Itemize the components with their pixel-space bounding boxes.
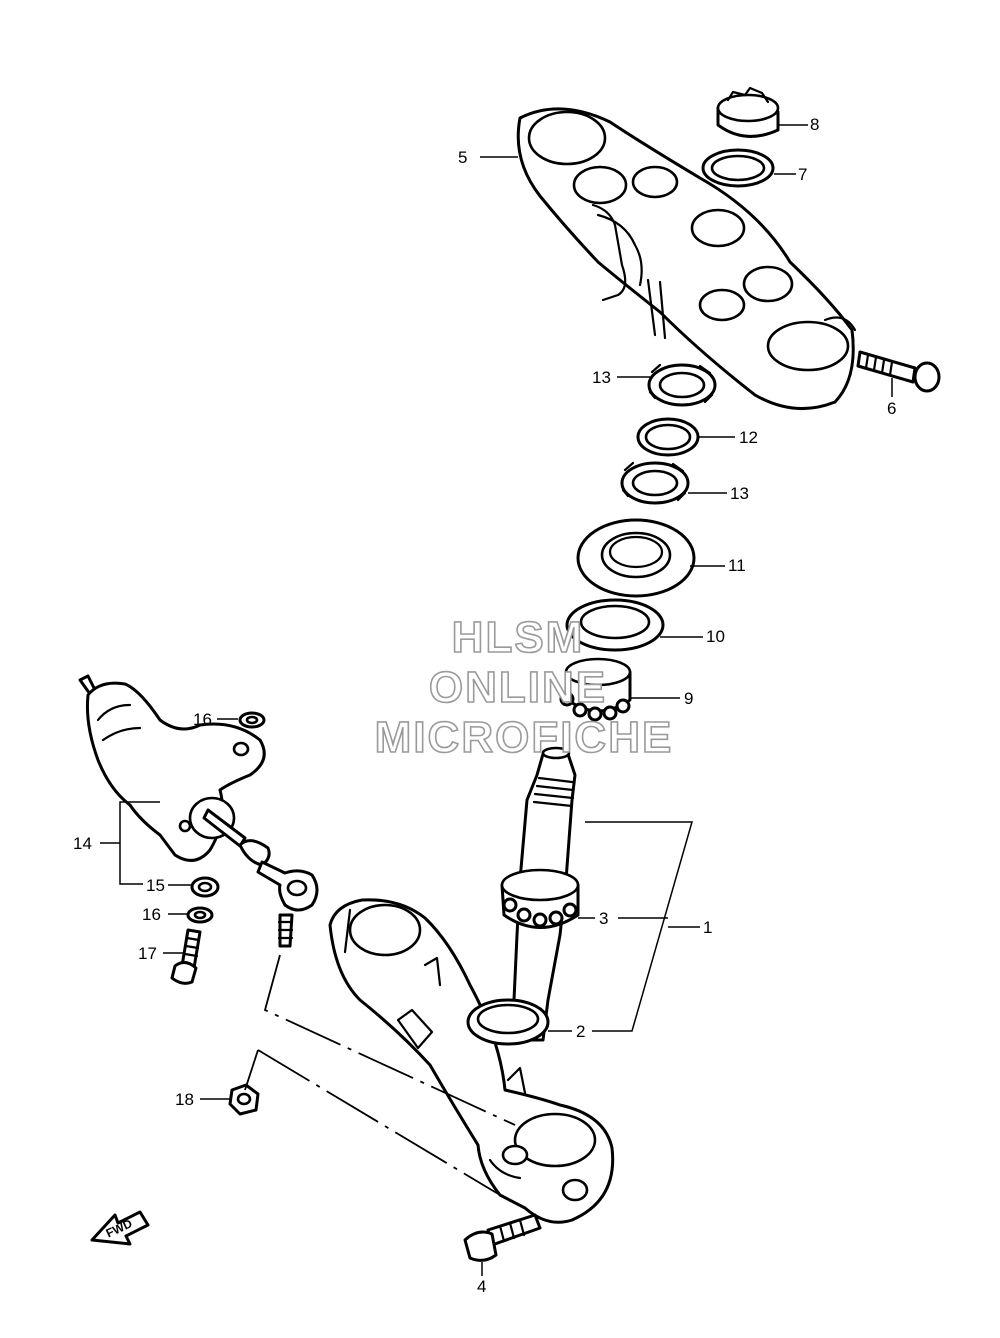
- bolt-6: [856, 350, 941, 393]
- callout-2: 2: [576, 1022, 585, 1041]
- callout-16-upper: 16: [193, 710, 212, 729]
- callout-16-lower: 16: [142, 905, 161, 924]
- callout-13-upper: 13: [592, 368, 611, 387]
- callout-6: 6: [887, 399, 896, 418]
- callout-3: 3: [599, 909, 608, 928]
- callout-4: 4: [477, 1277, 486, 1296]
- nut-18: [228, 1083, 260, 1116]
- bearing-9: [559, 657, 632, 722]
- callout-13-lower: 13: [730, 484, 749, 503]
- callout-10: 10: [706, 627, 725, 646]
- callout-labels: 5 8 7 6 13 12 13 11 10 9 3 1 2 4 16 14 1…: [73, 115, 896, 1296]
- callout-11: 11: [728, 556, 746, 575]
- upper-bracket: [516, 107, 857, 411]
- bolt-4: [463, 1213, 542, 1262]
- callout-5: 5: [458, 148, 467, 167]
- callout-9: 9: [684, 689, 693, 708]
- bearing-3: [500, 868, 580, 929]
- callout-18: 18: [175, 1090, 194, 1109]
- watermark-line-2: ONLINE: [429, 663, 607, 712]
- lock-nut-upper: [647, 363, 717, 407]
- leader-lines: [100, 124, 893, 1276]
- washer-16-upper: [238, 711, 266, 729]
- forward-arrow-icon: FWD: [90, 1210, 150, 1246]
- callout-14: 14: [73, 834, 92, 853]
- callout-8: 8: [810, 115, 819, 134]
- steering-damper: [78, 674, 319, 948]
- washer-16-lower: [186, 906, 214, 924]
- callout-7: 7: [798, 165, 807, 184]
- watermark-line-1: HLSM: [452, 613, 585, 662]
- lock-washer-12: [636, 417, 700, 457]
- bearing-race-10: [565, 598, 665, 652]
- assembly-lines: [244, 954, 516, 1196]
- callout-12: 12: [739, 428, 758, 447]
- steering-stem-nut: [716, 86, 780, 138]
- lock-nut-lower: [620, 461, 690, 505]
- callout-17: 17: [138, 944, 157, 963]
- bolt-17: [170, 928, 202, 985]
- washer-7: [701, 148, 775, 188]
- dust-seal-11: [576, 518, 696, 598]
- watermark: HLSM ONLINE MICROFICHE: [374, 612, 674, 763]
- callout-15: 15: [146, 876, 165, 895]
- callout-1: 1: [703, 918, 712, 937]
- steering-stem: [328, 746, 615, 1224]
- lower-race-2: [466, 998, 550, 1046]
- collar-15: [190, 876, 220, 898]
- watermark-line-3: MICROFICHE: [375, 713, 674, 762]
